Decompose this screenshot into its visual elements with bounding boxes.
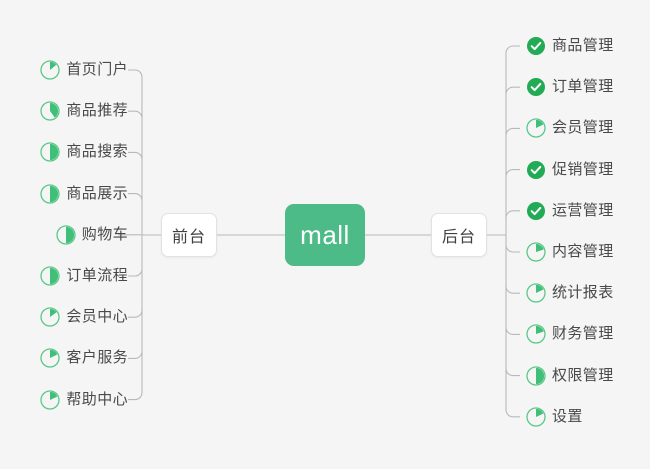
status-progress-icon xyxy=(40,348,61,369)
leaf-item-label: 商品搜索 xyxy=(66,143,128,161)
status-done-icon xyxy=(526,77,546,97)
branch-node-front[interactable]: 前台 xyxy=(161,213,217,257)
leaf-item-left-6[interactable]: 订单流程 xyxy=(40,264,128,288)
leaf-item-label: 统计报表 xyxy=(552,284,614,302)
leaf-item-right-2[interactable]: 订单管理 xyxy=(526,75,614,99)
status-progress-icon xyxy=(526,242,546,262)
status-progress-icon xyxy=(40,183,61,204)
leaf-item-label: 设置 xyxy=(552,407,583,425)
leaf-item-left-2[interactable]: 商品推荐 xyxy=(40,99,128,123)
status-progress-icon xyxy=(526,407,546,427)
leaf-item-label: 帮助中心 xyxy=(66,390,128,408)
leaf-item-right-9[interactable]: 权限管理 xyxy=(526,364,614,388)
status-progress-icon xyxy=(526,118,546,139)
leaf-item-label: 购物车 xyxy=(81,225,128,243)
leaf-item-label: 内容管理 xyxy=(552,243,614,260)
root-node-mall[interactable]: mall xyxy=(285,204,365,266)
leaf-item-right-10[interactable]: 设置 xyxy=(526,405,583,429)
leaf-item-right-8[interactable]: 财务管理 xyxy=(526,322,614,346)
leaf-item-label: 商品展示 xyxy=(66,184,128,202)
status-progress-icon xyxy=(40,266,61,286)
leaf-item-right-6[interactable]: 内容管理 xyxy=(526,240,614,264)
leaf-item-right-7[interactable]: 统计报表 xyxy=(526,281,614,305)
leaf-item-left-7[interactable]: 会员中心 xyxy=(40,305,128,329)
status-progress-icon xyxy=(526,365,546,386)
leaf-item-right-3[interactable]: 会员管理 xyxy=(526,116,614,140)
branch-node-back[interactable]: 后台 xyxy=(431,213,487,257)
leaf-item-label: 会员管理 xyxy=(552,119,614,137)
leaf-item-label: 财务管理 xyxy=(552,325,614,343)
leaf-item-left-3[interactable]: 商品搜索 xyxy=(40,140,128,164)
branch-node-back-label: 后台 xyxy=(441,229,476,246)
leaf-item-label: 促销管理 xyxy=(552,160,614,178)
status-progress-icon xyxy=(56,225,76,245)
leaf-item-label: 订单流程 xyxy=(66,267,128,284)
leaf-item-label: 商品推荐 xyxy=(66,102,128,120)
leaf-item-right-5[interactable]: 运营管理 xyxy=(526,199,614,223)
leaf-item-left-9[interactable]: 帮助中心 xyxy=(40,388,128,412)
leaf-item-label: 订单管理 xyxy=(552,78,614,96)
status-progress-icon xyxy=(526,324,546,345)
leaf-item-right-1[interactable]: 商品管理 xyxy=(526,34,614,58)
status-progress-icon xyxy=(40,389,61,410)
status-progress-icon xyxy=(40,101,61,121)
leaf-item-label: 运营管理 xyxy=(552,201,614,219)
branch-node-front-label: 前台 xyxy=(171,229,206,246)
leaf-item-label: 客户服务 xyxy=(66,349,128,367)
leaf-item-left-1[interactable]: 首页门户 xyxy=(40,58,128,82)
leaf-item-left-8[interactable]: 客户服务 xyxy=(40,346,128,370)
leaf-item-left-5[interactable]: 购物车 xyxy=(56,223,128,247)
leaf-item-label: 权限管理 xyxy=(552,366,614,384)
status-progress-icon xyxy=(526,283,546,303)
leaf-item-label: 首页门户 xyxy=(66,61,128,78)
leaf-item-label: 商品管理 xyxy=(552,37,614,54)
status-progress-icon xyxy=(40,60,61,80)
status-done-icon xyxy=(526,201,546,221)
leaf-item-right-4[interactable]: 促销管理 xyxy=(526,158,614,182)
status-done-icon xyxy=(526,160,546,180)
status-progress-icon xyxy=(40,142,61,163)
leaf-item-left-4[interactable]: 商品展示 xyxy=(40,182,128,206)
status-done-icon xyxy=(526,36,546,56)
root-node-label: mall xyxy=(300,219,350,250)
leaf-item-label: 会员中心 xyxy=(66,308,128,326)
status-progress-icon xyxy=(40,307,61,327)
